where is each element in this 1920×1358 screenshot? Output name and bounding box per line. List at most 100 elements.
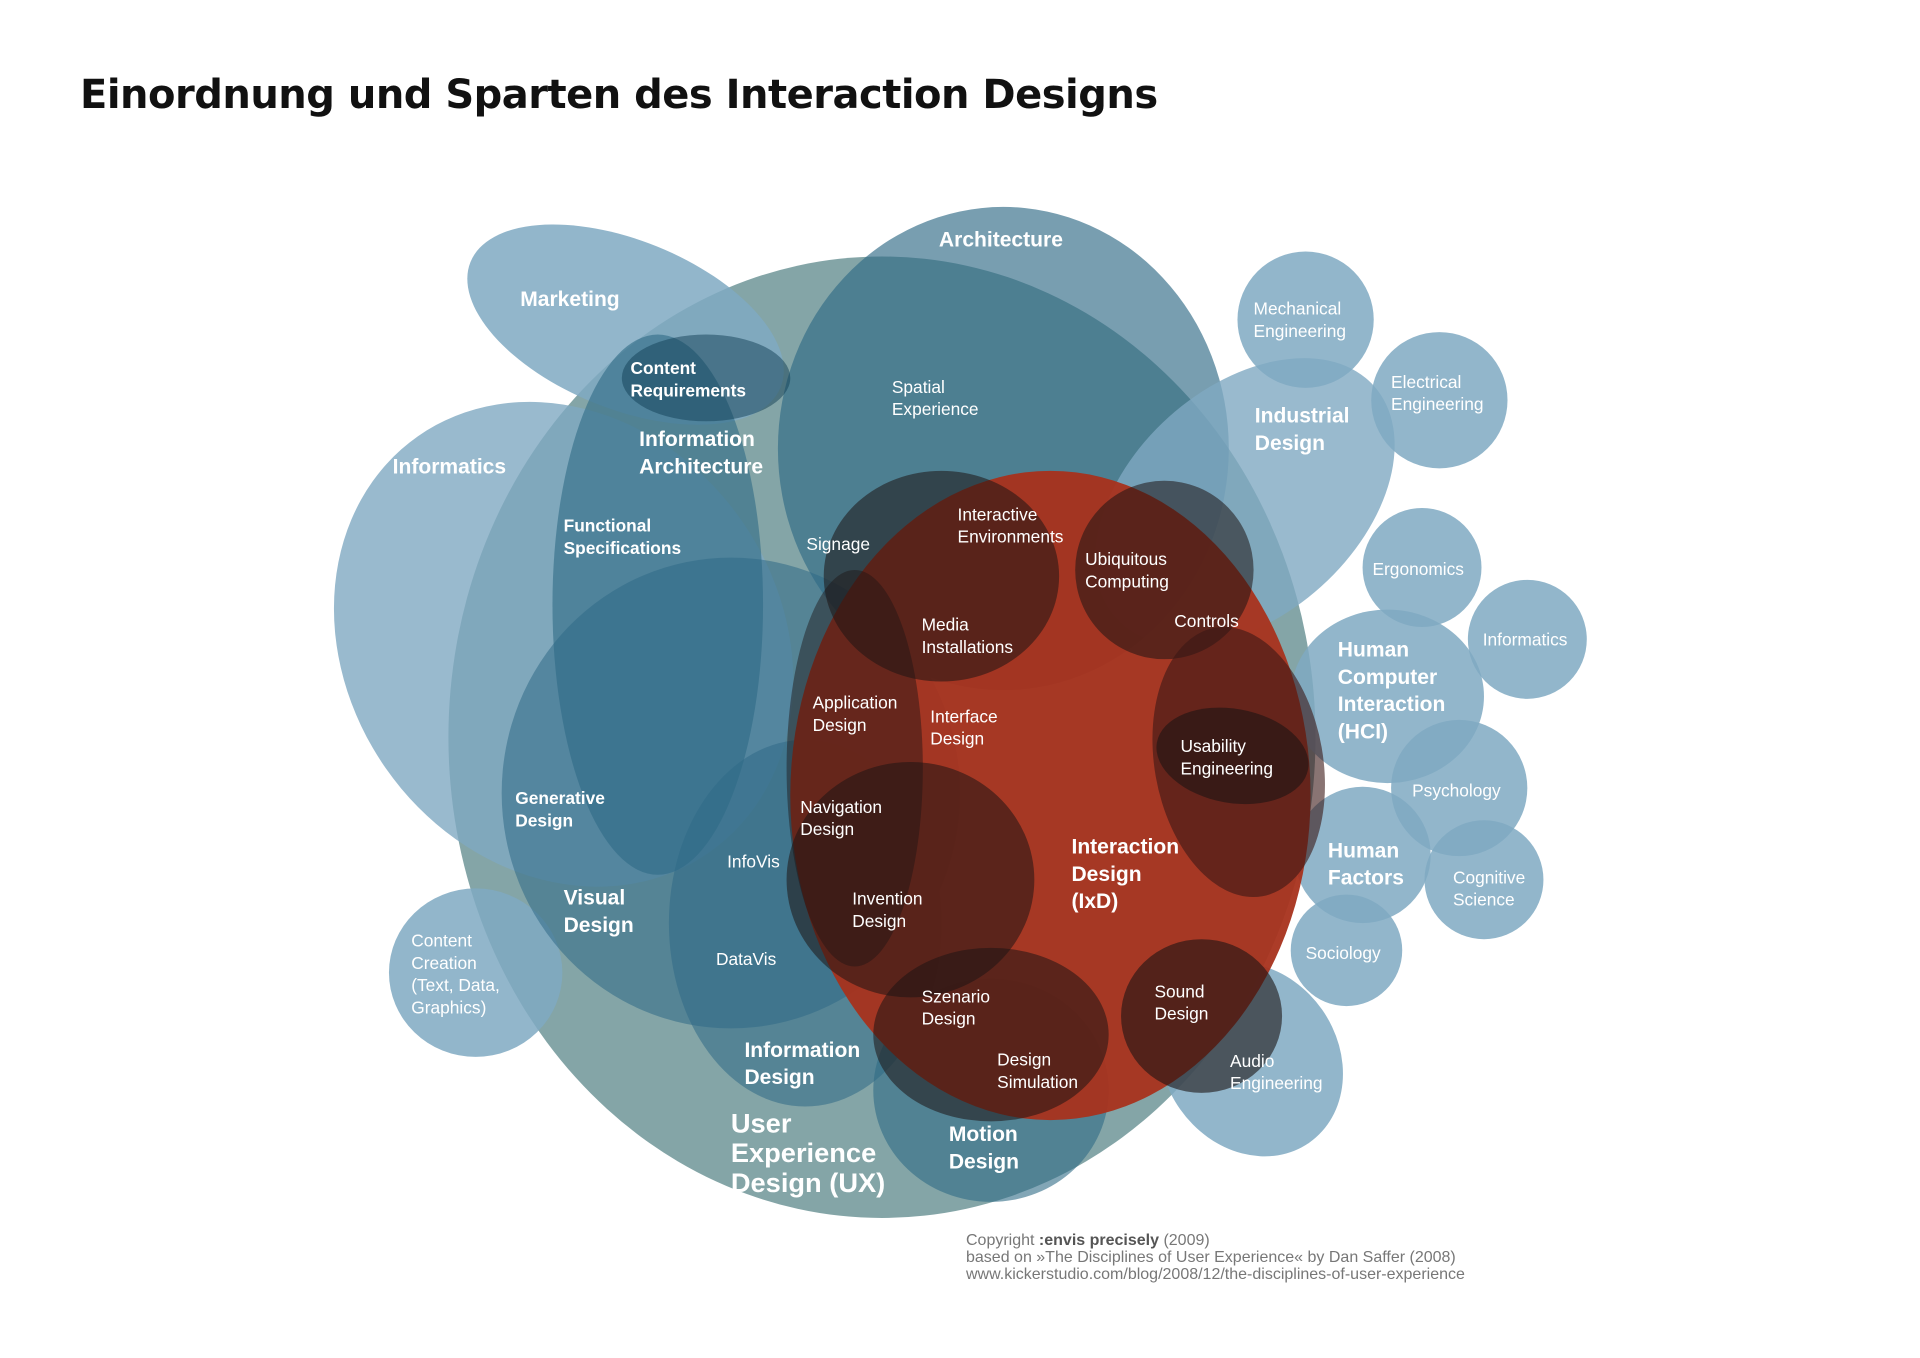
label-line: Spatial [892, 377, 945, 397]
label-line: Specifications [564, 538, 681, 558]
label-line: Architecture [939, 229, 1063, 252]
credits: Copyright :envis precisely (2009) based … [966, 1232, 1465, 1283]
electrical-engineering-circle [1371, 332, 1508, 469]
label-line: Environments [958, 527, 1064, 547]
invention-ellipse [786, 762, 1035, 998]
mechanical-engineering-circle [1237, 251, 1374, 388]
label-marketing: Marketing [520, 288, 619, 311]
label-line: Interface [930, 706, 997, 726]
label-line: Content [411, 931, 472, 951]
credits-year: (2009) [1159, 1232, 1210, 1249]
label-line: Requirements [631, 380, 747, 400]
label-line: Design [852, 911, 906, 931]
label-line: Sociology [1306, 943, 1381, 963]
credits-url[interactable]: www.kickerstudio.com/blog/2008/12/the-di… [966, 1266, 1465, 1283]
label-line: Audio [1230, 1051, 1274, 1071]
page-title: Einordnung und Sparten des Interaction D… [80, 72, 1158, 118]
label-line: Design [1154, 1004, 1208, 1024]
label-line: Engineering [1391, 394, 1483, 414]
usability-ellipse [1156, 707, 1309, 805]
label-line: Interaction [1338, 693, 1446, 716]
sociology-circle [1290, 894, 1403, 1007]
label-line: Marketing [520, 288, 619, 311]
content-requirements-ellipse [621, 334, 791, 422]
label-line: Simulation [997, 1072, 1078, 1092]
label-line: Graphics) [411, 998, 486, 1018]
ergonomics-circle [1362, 508, 1482, 627]
label-line: Design [813, 715, 867, 735]
label-line: Design [744, 1066, 814, 1089]
label-line: Ubiquitous [1085, 549, 1167, 569]
label-line: Interaction [1071, 836, 1179, 859]
label-signage: Signage [806, 534, 870, 554]
label-line: Invention [852, 889, 922, 909]
sound-design-ellipse [1121, 939, 1283, 1093]
label-line: (HCI) [1338, 720, 1388, 743]
label-line: Psychology [1412, 781, 1501, 801]
label-line: Factors [1328, 867, 1404, 890]
label-datavis: DataVis [716, 949, 777, 969]
label-line: Content [631, 358, 697, 378]
label-line: Design (UX) [731, 1167, 885, 1198]
credits-author: :envis precisely [1038, 1232, 1159, 1249]
label-line: Design [949, 1150, 1019, 1173]
szenario-ellipse [873, 947, 1109, 1122]
informatics-right-circle [1467, 579, 1587, 699]
label-line: Generative [515, 788, 605, 808]
label-line: Controls [1174, 611, 1239, 631]
human-factors-circle [1294, 786, 1431, 924]
label-infovis: InfoVis [727, 851, 780, 871]
label-sociology: Sociology [1306, 943, 1381, 963]
label-line: Szenario [922, 986, 990, 1006]
label-line: Signage [806, 534, 870, 554]
ubiquitous-ellipse [1075, 480, 1254, 660]
label-line: Application [813, 693, 898, 713]
label-line: Cognitive [1453, 867, 1525, 887]
label-line: DataVis [716, 949, 777, 969]
label-line: Industrial [1255, 405, 1350, 428]
label-line: Visual [564, 887, 626, 910]
label-line: InfoVis [727, 851, 780, 871]
label-line: Electrical [1391, 372, 1461, 392]
label-line: Navigation [800, 797, 882, 817]
label-line: User [731, 1107, 792, 1138]
label-line: Sound [1154, 981, 1204, 1001]
label-line: Design [922, 1009, 976, 1029]
label-line: Interactive [958, 504, 1038, 524]
label-line: Information [744, 1039, 860, 1062]
label-line: Creation [411, 953, 476, 973]
label-line: Media [922, 615, 970, 635]
credits-prefix: Copyright [966, 1232, 1039, 1249]
label-line: Science [1453, 890, 1515, 910]
label-line: Informatics [1483, 630, 1568, 650]
label-line: Human [1338, 639, 1409, 662]
label-line: Experience [892, 399, 979, 419]
cognitive-science-circle [1424, 820, 1544, 940]
label-informatics-left: Informatics [393, 455, 506, 478]
label-architecture: Architecture [939, 229, 1063, 252]
label-line: (Text, Data, [411, 975, 500, 995]
label-line: Design [564, 914, 634, 937]
label-line: Information [639, 428, 755, 451]
label-line: Motion [949, 1123, 1018, 1146]
label-line: Design [800, 819, 854, 839]
